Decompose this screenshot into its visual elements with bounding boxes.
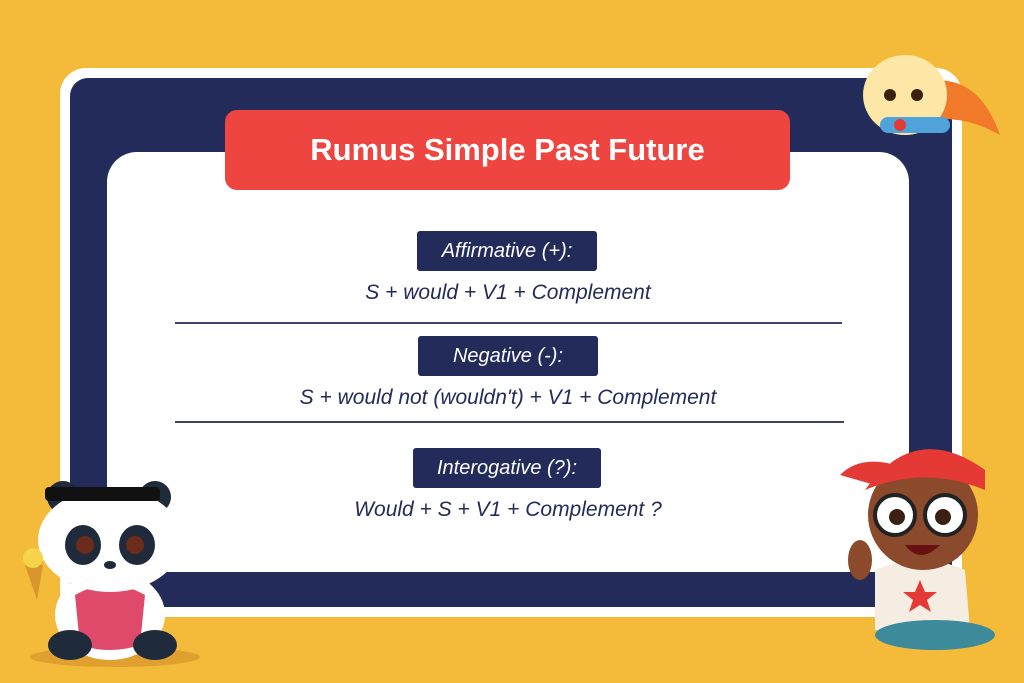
panda-illustration [23, 481, 200, 667]
divider [175, 421, 844, 423]
negative-formula: S + would not (wouldn't) + V1 + Compleme… [299, 386, 717, 409]
boy-illustration [840, 449, 995, 650]
affirmative-formula: S + would + V1 + Complement [365, 281, 651, 304]
page-title: Rumus Simple Past Future [225, 110, 790, 190]
negative-label: Negative (-): [418, 336, 598, 376]
superhero-illustration [863, 55, 1000, 135]
affirmative-label: Affirmative (+): [417, 231, 597, 271]
divider [175, 322, 842, 324]
interrogative-label: Interogative (?): [413, 448, 601, 488]
interrogative-formula: Would + S + V1 + Complement ? [354, 498, 662, 521]
